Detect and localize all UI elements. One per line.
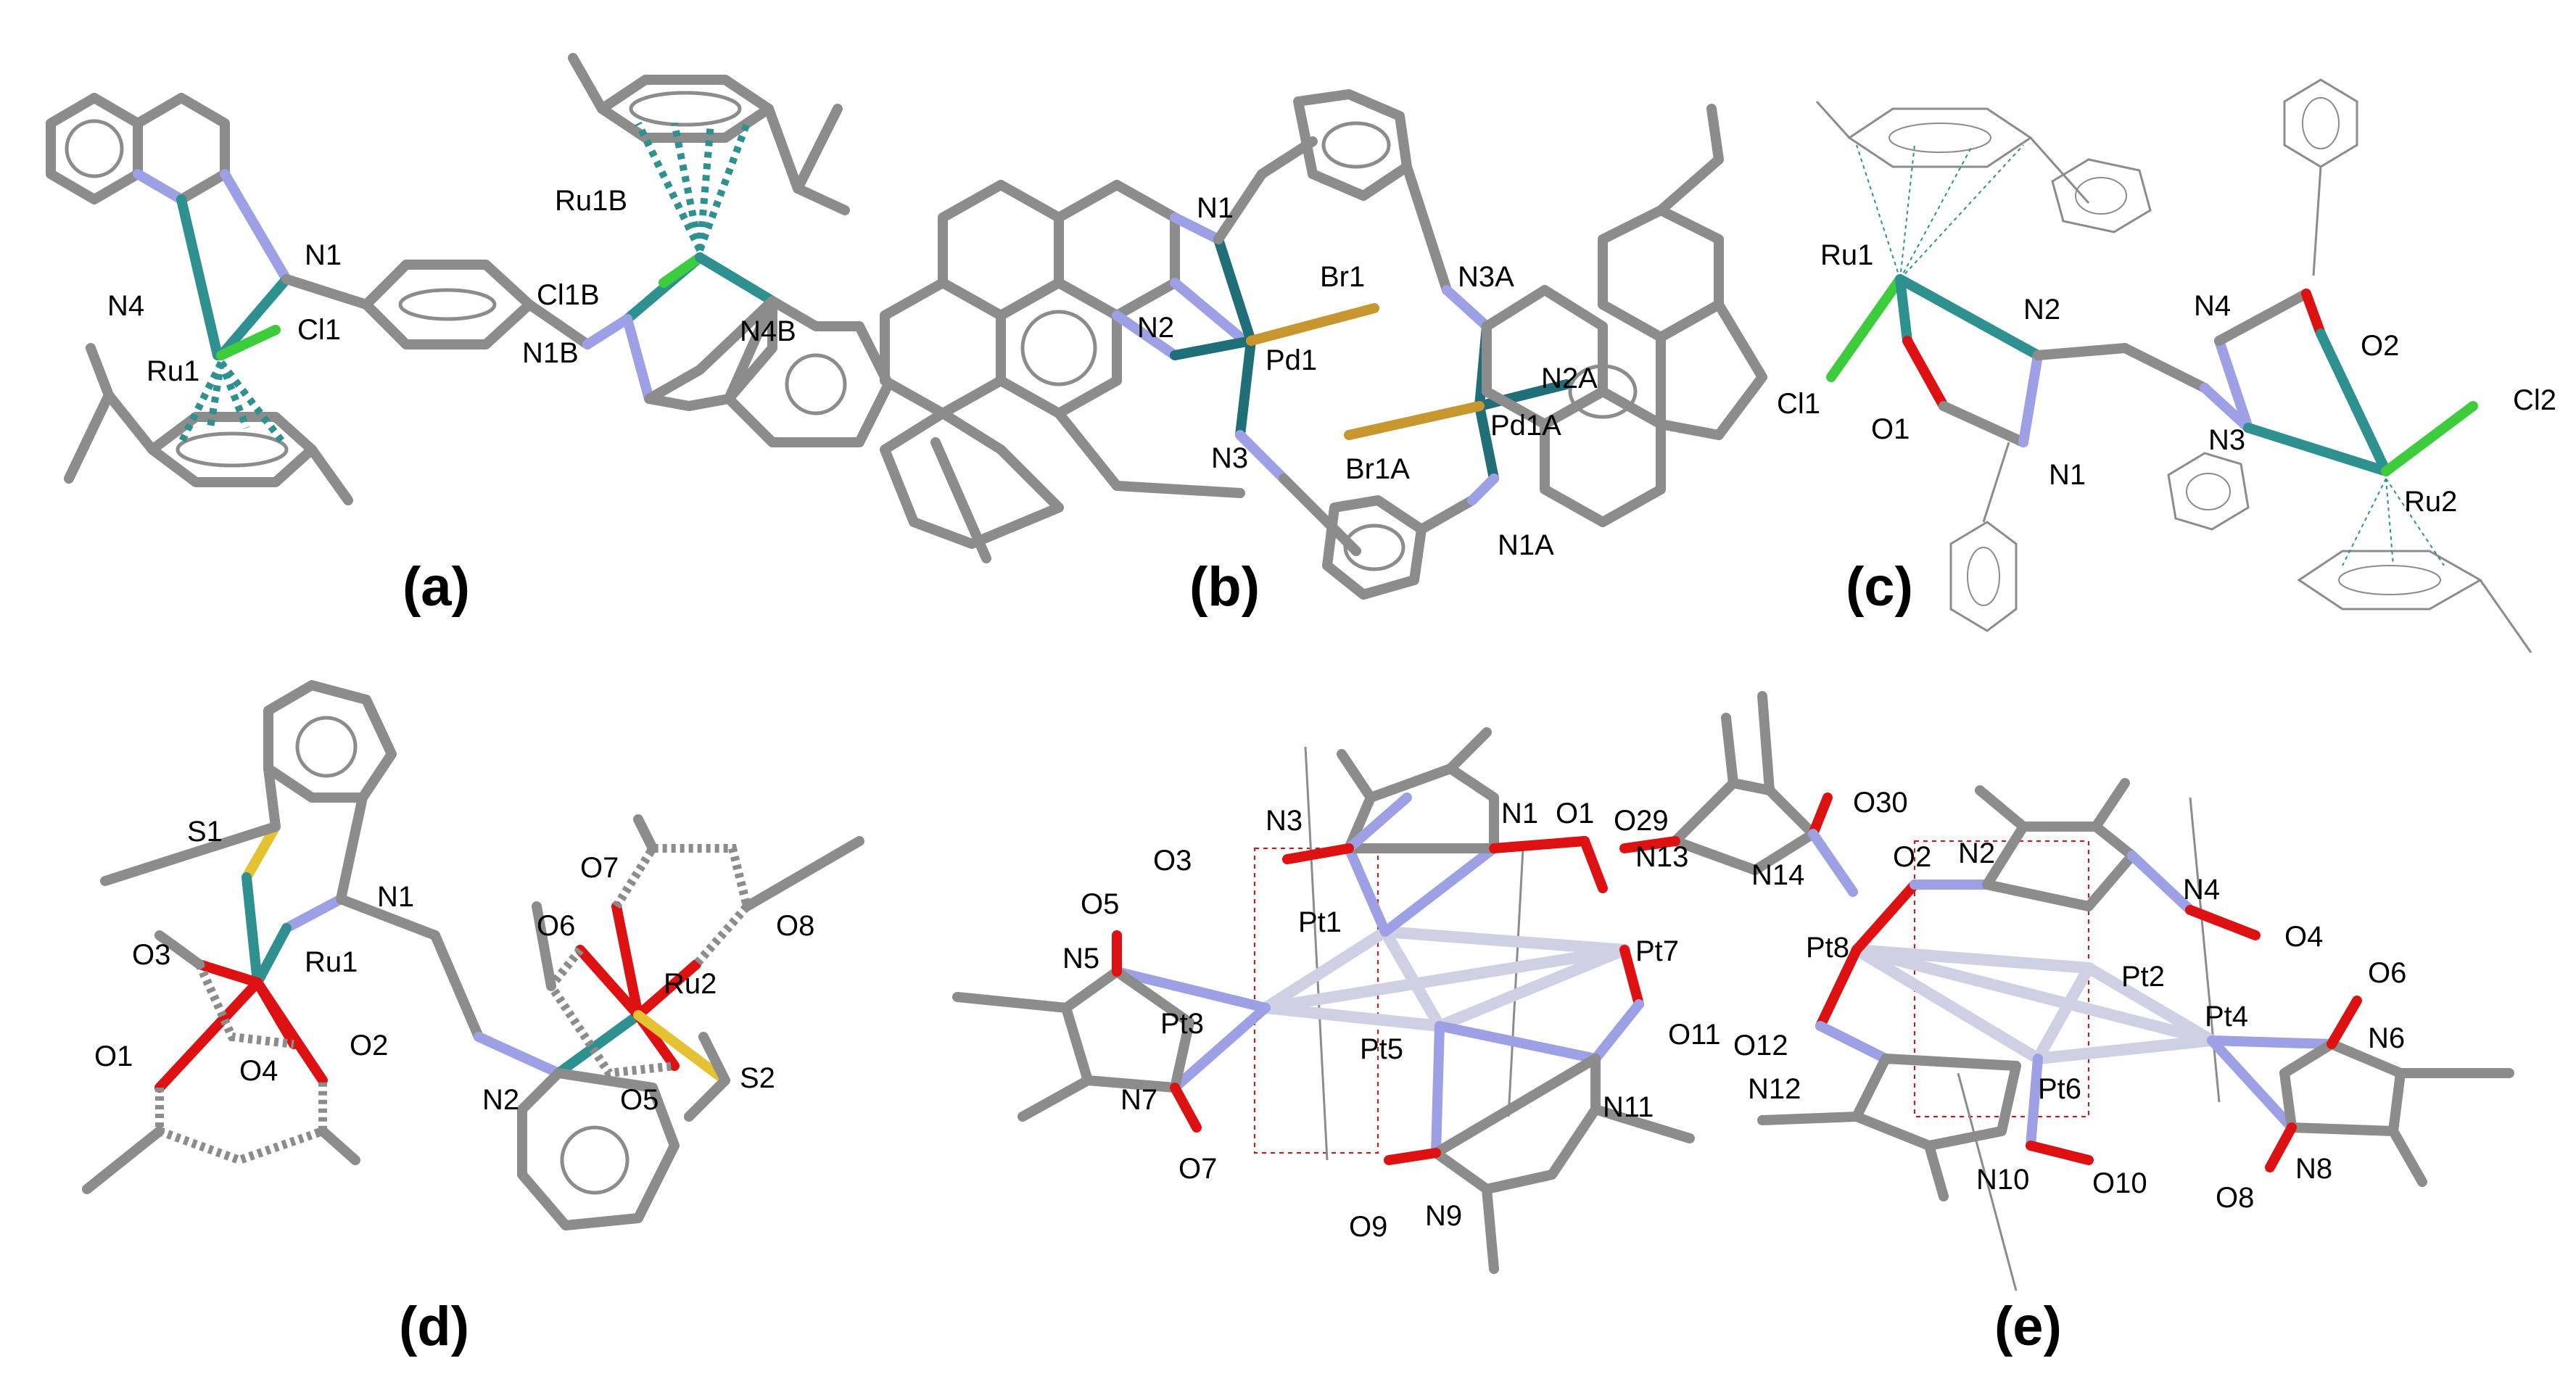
atom-label-e-pt3: Pt3 [1160,1008,1204,1040]
atom-label-a-cl1: Cl1 [297,314,341,346]
atom-label-e-n13: N13 [1635,841,1688,873]
atom-label-d-n1: N1 [377,881,414,913]
atom-label-e-n6: N6 [2368,1022,2405,1054]
atom-label-d-o8: O8 [776,910,814,942]
atom-label-e-o7: O7 [1178,1153,1217,1185]
atom-label-e-n9: N9 [1425,1200,1462,1232]
atom-label-a-n1: N1 [305,239,342,271]
panel-label-c: (c) [1846,556,1913,618]
atom-label-c-o2: O2 [2361,330,2399,362]
atom-label-e-o3: O3 [1153,845,1192,877]
atom-label-e-n2: N2 [1958,837,1995,869]
atom-label-a-n1b: N1B [522,337,579,369]
atom-label-d-o4: O4 [239,1055,278,1087]
atom-label-e-o10: O10 [2092,1167,2147,1199]
atom-label-c-ru2: Ru2 [2404,486,2457,518]
atom-label-e-o30: O30 [1853,787,1908,819]
atom-label-c-cl1: Cl1 [1777,388,1820,420]
atom-label-b-n3: N3 [1211,442,1248,474]
panel-b-atom-labels: N1 N2 N3 Pd1 Br1 N3A N2A Pd1A Br1A N1A [1137,192,1598,561]
atom-label-d-o7: O7 [580,852,619,884]
atom-label-d-ru1: Ru1 [305,946,358,978]
atom-label-e-o12: O12 [1733,1030,1788,1062]
atom-label-e-n12: N12 [1748,1073,1801,1105]
panel-label-e: (e) [1994,1296,2062,1357]
atom-label-c-n2: N2 [2023,294,2060,326]
atom-label-b-n1a: N1A [1498,529,1554,561]
panel-d-structure [82,680,864,1230]
panel-label-b: (b) [1189,556,1260,618]
atom-label-a-ru1b: Ru1B [555,185,627,217]
panel-d-atom-labels: S1 N1 O3 Ru1 O1 O2 O4 N2 O6 O7 O8 Ru2 O5… [94,816,814,1116]
atom-label-e-o11: O11 [1668,1019,1721,1051]
atom-label-d-o1: O1 [94,1040,133,1072]
atom-label-b-br1: Br1 [1320,261,1365,293]
atom-label-a-ru1: Ru1 [146,355,199,387]
atom-label-c-ru1: Ru1 [1820,239,1873,271]
panel-e-atom-labels: N3 N1 O1 O3 O5 N5 Pt1 Pt3 Pt5 Pt7 N7 O7 … [1062,787,2406,1243]
atom-label-c-n3: N3 [2208,424,2245,456]
atom-label-e-pt7: Pt7 [1635,935,1679,967]
atom-label-e-n1: N1 [1501,798,1538,829]
atom-label-d-s1: S1 [187,816,223,848]
atom-label-b-n2: N2 [1137,312,1174,344]
atom-label-d-ru2: Ru2 [664,968,717,1000]
panel-c-structure [1815,78,2532,653]
panel-label-a: (a) [402,556,470,618]
atom-label-c-n4: N4 [2194,290,2231,322]
atom-label-b-n1: N1 [1197,192,1234,224]
atom-label-d-s2: S2 [740,1062,775,1094]
atom-label-b-n2a: N2A [1541,363,1598,394]
panel-e-structure [952,691,2514,1291]
atom-label-a-n4: N4 [107,290,144,322]
atom-label-d-o6: O6 [537,910,575,942]
panel-label-d: (d) [399,1296,469,1357]
panel-b-structure [880,89,1767,600]
atom-label-c-n1: N1 [2049,459,2086,491]
atom-label-e-pt5: Pt5 [1360,1033,1403,1065]
atom-label-e-pt8: Pt8 [1806,932,1849,964]
atom-label-e-pt6: Pt6 [2038,1073,2081,1105]
atom-label-b-pd1: Pd1 [1266,344,1317,376]
atom-label-e-pt4: Pt4 [2205,1001,2248,1033]
atom-label-e-n11: N11 [1603,1091,1654,1123]
atom-label-e-n4: N4 [2183,874,2220,906]
atom-label-b-pd1a: Pd1A [1490,410,1561,442]
atom-label-e-n10: N10 [1976,1164,2029,1196]
panel-a-atom-labels: N1 N4 Ru1 Cl1 N1B Cl1B Ru1B N4B [107,185,796,387]
atom-label-b-n3a: N3A [1458,261,1514,293]
atom-label-e-o6: O6 [2368,957,2406,989]
atom-label-e-n8: N8 [2295,1153,2332,1185]
atom-label-d-o5: O5 [620,1084,659,1116]
panel-c-atom-labels: Ru1 Cl1 O1 N2 N1 N4 O2 N3 Cl2 Ru2 [1777,239,2556,518]
atom-label-e-pt2: Pt2 [2121,961,2165,993]
atom-label-b-br1a: Br1A [1345,453,1410,485]
atom-label-c-o1: O1 [1871,413,1910,445]
atom-label-e-o29: O29 [1614,805,1669,837]
atom-label-e-n14: N14 [1751,859,1804,891]
atom-label-e-n3: N3 [1266,805,1303,837]
atom-label-d-o2: O2 [350,1030,388,1062]
atom-label-a-cl1b: Cl1B [537,279,600,311]
atom-label-e-o2: O2 [1893,841,1931,873]
atom-label-e-o8: O8 [2216,1182,2254,1214]
atom-label-e-o4: O4 [2284,921,2323,953]
atom-label-a-n4b: N4B [740,315,796,347]
atom-label-e-o5: O5 [1081,888,1119,920]
atom-label-e-n7: N7 [1120,1084,1157,1116]
atom-label-e-pt1: Pt1 [1298,906,1342,938]
atom-label-d-o3: O3 [132,939,170,971]
atom-label-e-o9: O9 [1349,1211,1387,1243]
atom-label-e-n5: N5 [1062,943,1099,975]
atom-label-e-o1: O1 [1556,798,1594,829]
atom-label-d-n2: N2 [482,1084,519,1116]
panel-a-structure [46,53,893,505]
atom-label-c-cl2: Cl2 [2513,384,2556,416]
